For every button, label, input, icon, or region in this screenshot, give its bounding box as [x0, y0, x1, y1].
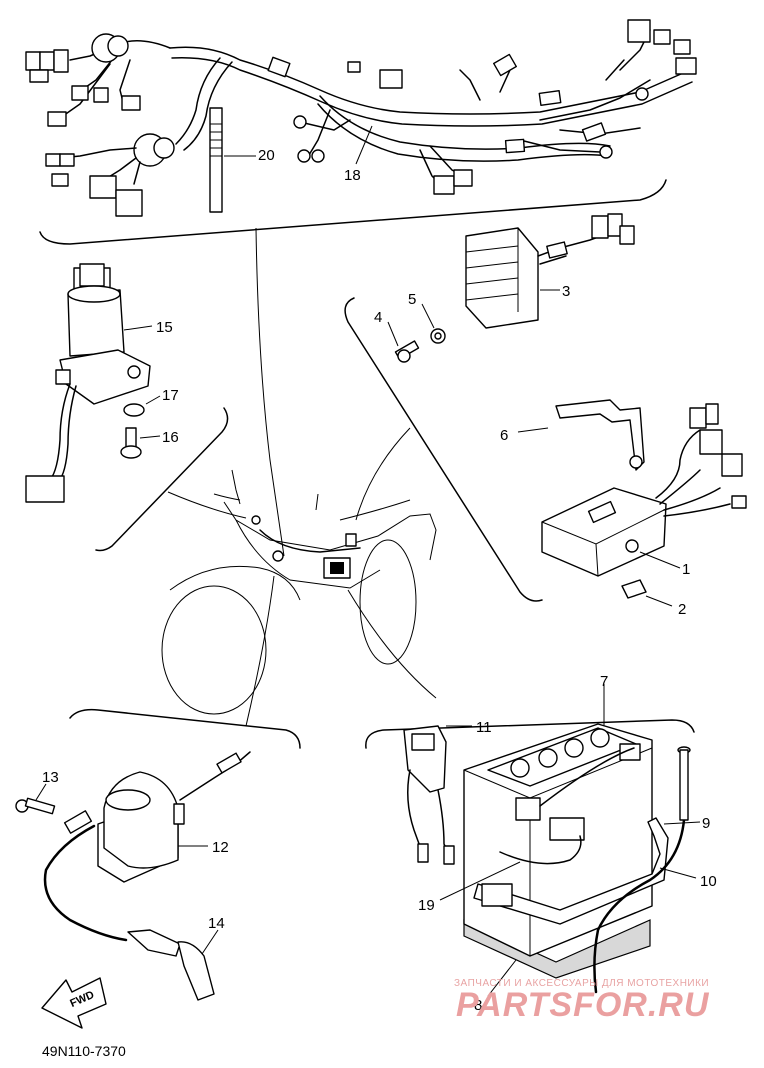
part-label-14: 14 — [208, 915, 225, 932]
part-label-17: 17 — [162, 387, 179, 404]
part-label-6: 6 — [500, 427, 508, 444]
part-label-15: 15 — [156, 319, 173, 336]
bolt — [394, 340, 420, 363]
part-label-1: 1 — [682, 561, 690, 578]
part-label-18: 18 — [344, 167, 361, 184]
part-label-16: 16 — [162, 429, 179, 446]
part-label-8: 8 — [474, 997, 482, 1014]
diagram-code: 49N110-7370 — [42, 1043, 126, 1059]
part-label-5: 5 — [408, 291, 416, 308]
part-label-9: 9 — [702, 815, 710, 832]
harness-section-divider — [39, 179, 667, 245]
ignition-section-divider — [95, 407, 229, 552]
nut — [430, 328, 446, 344]
cdi-unit — [541, 399, 747, 577]
part-label-2: 2 — [678, 601, 686, 618]
battery — [463, 723, 691, 994]
switch-bolt — [120, 427, 142, 459]
wire-harness — [25, 19, 697, 217]
forward-arrow: FWD — [41, 977, 107, 1029]
part-label-20: 20 — [258, 147, 275, 164]
coil-section-divider — [69, 708, 301, 749]
battery-section-divider — [365, 719, 695, 749]
switch-washer — [123, 403, 145, 417]
part-label-12: 12 — [212, 839, 229, 856]
cdi-grommet — [621, 579, 647, 599]
watermark: ЗАПЧАСТИ И АКСЕССУАРЫ ДЛЯ МОТОТЕХНИКИ PA… — [454, 978, 710, 1024]
regulator-section-divider — [344, 297, 543, 602]
part-label-19: 19 — [418, 897, 435, 914]
main-switch — [25, 263, 151, 503]
part-label-4: 4 — [374, 309, 382, 326]
cable-band — [209, 107, 223, 213]
motorcycle-outline — [161, 469, 437, 715]
part-label-3: 3 — [562, 283, 570, 300]
coil-bolt — [15, 797, 56, 815]
part-label-7: 7 — [600, 673, 608, 690]
part-label-10: 10 — [700, 873, 717, 890]
spark-plug-cap — [127, 929, 215, 1001]
watermark-site: PARTSFOR.RU — [456, 986, 710, 1024]
part-label-11: 11 — [476, 719, 492, 736]
watermark-tagline: ЗАПЧАСТИ И АКСЕССУАРЫ ДЛЯ МОТОТЕХНИКИ — [454, 978, 709, 989]
ignition-coil — [43, 751, 251, 942]
fuse-holder — [403, 725, 455, 865]
rectifier-regulator — [465, 213, 635, 329]
part-label-13: 13 — [42, 769, 59, 786]
